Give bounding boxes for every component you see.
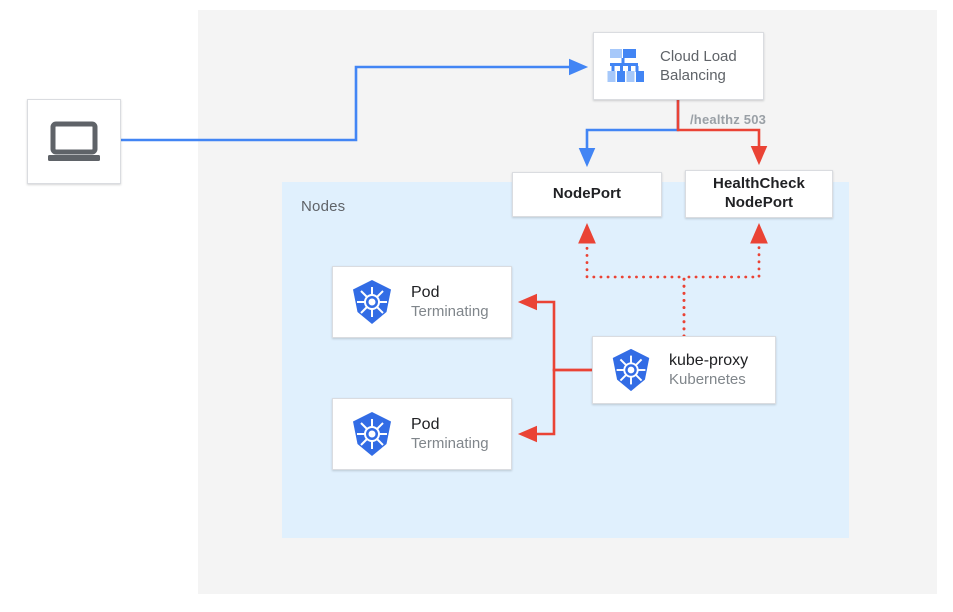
kube-proxy-card[interactable]: kube-proxy Kubernetes xyxy=(592,336,776,404)
healthz-edge-label: /healthz 503 xyxy=(690,112,767,127)
wire-kubeproxy-to-hc-nodeport-dotted xyxy=(682,222,768,338)
wire-kubeproxy-to-nodeport-dotted xyxy=(578,222,686,338)
kubernetes-icon xyxy=(353,280,391,324)
wire-lb-to-nodeport xyxy=(578,100,680,168)
kube-proxy-platform: Kubernetes xyxy=(669,370,746,388)
healthcheck-nodeport-card[interactable]: HealthCheck NodePort xyxy=(685,170,833,218)
pod-1-status: Terminating xyxy=(411,302,489,320)
wire-kubeproxy-to-pod2 xyxy=(517,368,592,443)
wire-client-to-lb xyxy=(121,58,589,142)
client-laptop-card[interactable] xyxy=(27,99,121,184)
wire-lb-healthz-to-hc-nodeport xyxy=(676,100,768,166)
hc-label-line2: NodePort xyxy=(724,194,794,211)
kubernetes-icon xyxy=(353,412,391,456)
pod-2-text: Pod Terminating xyxy=(411,415,489,454)
nodeport-card[interactable]: NodePort xyxy=(512,172,662,217)
cloud-load-balancing-text: Cloud Load Balancing xyxy=(660,47,737,86)
pod-2-name: Pod xyxy=(411,415,440,433)
pod-2-status: Terminating xyxy=(411,434,489,452)
nodeport-label: NodePort xyxy=(552,185,622,203)
hc-label-line1: HealthCheck xyxy=(713,175,805,193)
pod-1-text: Pod Terminating xyxy=(411,283,489,322)
laptop-icon xyxy=(48,121,100,161)
cloud-load-balancing-card[interactable]: Cloud Load Balancing xyxy=(593,32,764,100)
clb-title-line1: Cloud Load xyxy=(660,47,737,65)
kube-proxy-name: kube-proxy xyxy=(669,351,749,369)
nodes-region-label: Nodes xyxy=(301,198,346,215)
kubernetes-icon xyxy=(612,348,650,392)
pod-card-2[interactable]: Pod Terminating xyxy=(332,398,512,470)
kube-proxy-text: kube-proxy Kubernetes xyxy=(669,351,748,390)
pod-card-1[interactable]: Pod Terminating xyxy=(332,266,512,338)
healthcheck-nodeport-label: HealthCheck NodePort xyxy=(713,175,805,213)
clb-title-line2: Balancing xyxy=(660,67,726,84)
cloud-load-balancing-icon xyxy=(607,49,644,82)
pod-1-name: Pod xyxy=(411,283,440,301)
wire-kubeproxy-to-pod1 xyxy=(517,293,592,372)
